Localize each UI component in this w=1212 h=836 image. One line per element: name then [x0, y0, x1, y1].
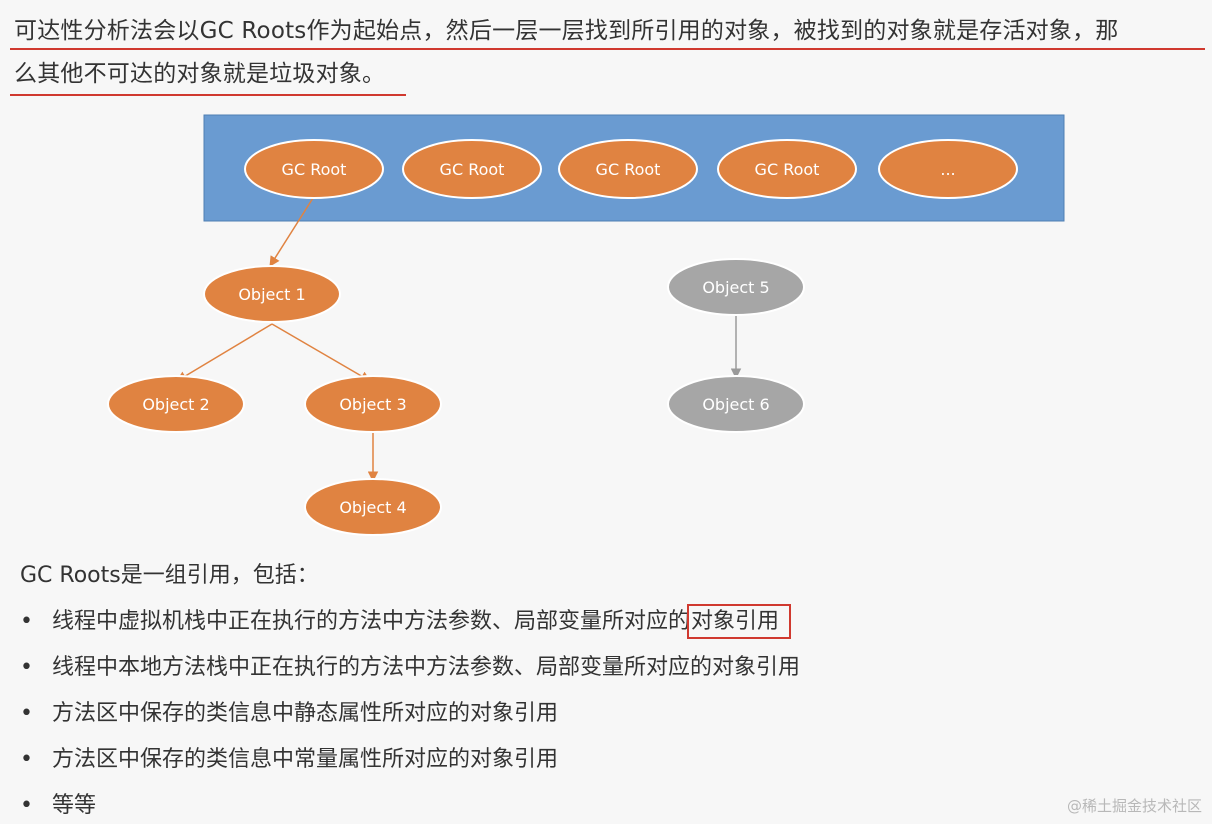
gc-roots-section: GC Roots是一组引用，包括： • 线程中虚拟机栈中正在执行的方法中方法参数… — [20, 560, 1200, 836]
list-item-text: 方法区中保存的类信息中静态属性所对应的对象引用 — [52, 701, 559, 726]
gc-roots-heading: GC Roots是一组引用，包括： — [20, 563, 319, 588]
object-node-1: Object 1 — [203, 265, 341, 323]
intro-paragraph: 可达性分析法会以GC Roots作为起始点，然后一层一层找到所引用的对象，被找到… — [14, 10, 1204, 96]
intro-line-1: 可达性分析法会以GC Roots作为起始点，然后一层一层找到所引用的对象，被找到… — [14, 18, 1119, 44]
gc-root-node-more: ... — [878, 139, 1018, 199]
intro-line-2: 么其他不可达的对象就是垃圾对象。 — [14, 61, 386, 87]
gc-root-label: GC Root — [596, 160, 661, 179]
gc-root-ellipsis-label: ... — [940, 160, 955, 179]
bullet-dot: • — [20, 655, 33, 680]
gc-root-label: GC Root — [755, 160, 820, 179]
watermark: @稀土掘金技术社区 — [1066, 797, 1202, 815]
object-node-5: Object 5 — [667, 258, 805, 316]
object-node-2: Object 2 — [107, 375, 245, 433]
gc-root-node-1: GC Root — [244, 139, 384, 199]
list-item: • 方法区中保存的类信息中常量属性所对应的对象引用 — [20, 744, 1200, 776]
edge-object1-to-object2 — [176, 323, 273, 382]
object-node-4: Object 4 — [304, 478, 442, 536]
gc-roots-list: • 线程中虚拟机栈中正在执行的方法中方法参数、局部变量所对应的对象引用 • 线程… — [20, 604, 1200, 822]
object-label: Object 3 — [339, 395, 406, 414]
object-label: Object 5 — [702, 278, 769, 297]
bullet-dot: • — [20, 609, 33, 634]
intro-underline-1 — [10, 48, 1205, 50]
list-item: • 线程中虚拟机栈中正在执行的方法中方法参数、局部变量所对应的对象引用 — [20, 604, 1200, 639]
bullet-dot: • — [20, 701, 33, 726]
list-item: • 线程中本地方法栈中正在执行的方法中方法参数、局部变量所对应的对象引用 — [20, 652, 1200, 684]
reachability-diagram: GC Root GC Root GC Root GC Root ... Obje… — [107, 114, 1065, 536]
list-item-text: 方法区中保存的类信息中常量属性所对应的对象引用 — [52, 747, 559, 772]
edge-object1-to-object3 — [271, 323, 371, 382]
gc-root-label: GC Root — [282, 160, 347, 179]
list-item-text: 等等 — [52, 793, 97, 818]
object-label: Object 2 — [142, 395, 209, 414]
gc-root-node-4: GC Root — [717, 139, 857, 199]
highlighted-object-reference: 对象引用 — [687, 604, 792, 639]
list-item: • 方法区中保存的类信息中静态属性所对应的对象引用 — [20, 698, 1200, 730]
object-label: Object 1 — [238, 285, 305, 304]
bullet-dot: • — [20, 793, 33, 818]
intro-underline-2 — [10, 94, 406, 96]
list-item: • 等等 — [20, 790, 1200, 822]
edge-root-to-object1 — [269, 197, 314, 267]
gc-root-label: GC Root — [440, 160, 505, 179]
bullet-dot: • — [20, 747, 33, 772]
object-node-6: Object 6 — [667, 375, 805, 433]
list-item-text: 线程中虚拟机栈中正在执行的方法中方法参数、局部变量所对应的 — [52, 609, 691, 634]
object-label: Object 6 — [702, 395, 769, 414]
gc-root-node-3: GC Root — [558, 139, 698, 199]
object-label: Object 4 — [339, 498, 406, 517]
gc-root-node-2: GC Root — [402, 139, 542, 199]
object-node-3: Object 3 — [304, 375, 442, 433]
list-item-text: 线程中本地方法栈中正在执行的方法中方法参数、局部变量所对应的对象引用 — [52, 655, 801, 680]
